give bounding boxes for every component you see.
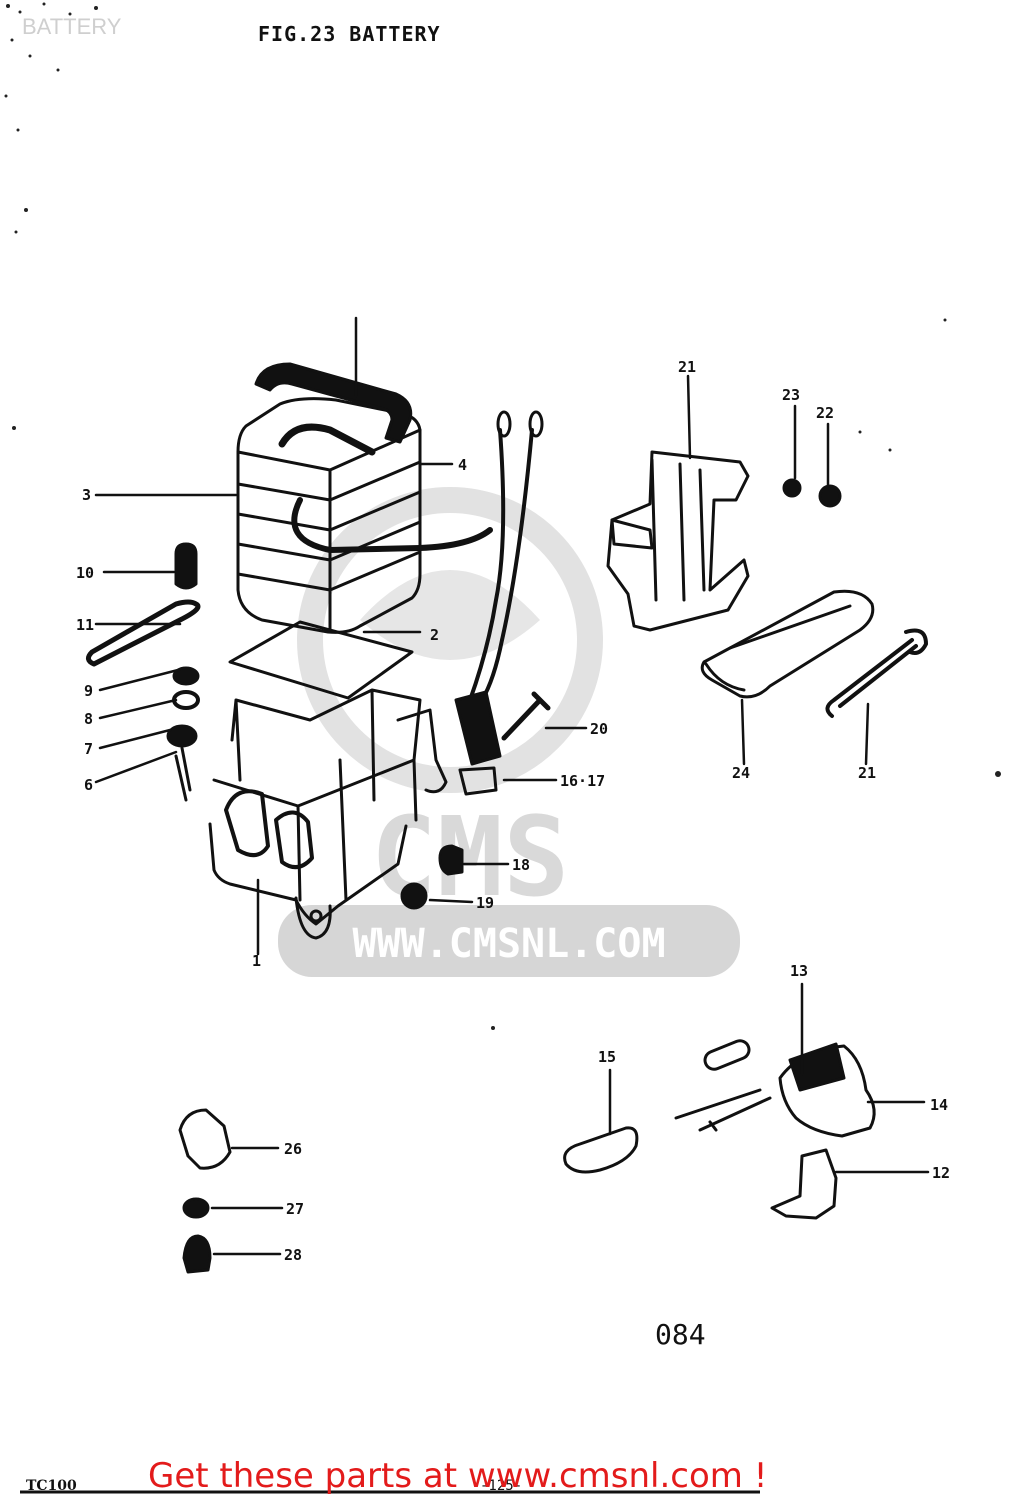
case-right-window xyxy=(274,810,314,870)
cap-28[interactable] xyxy=(182,1234,212,1274)
callout-21-tool[interactable]: 21 xyxy=(858,764,876,782)
battery-body xyxy=(236,397,422,634)
callout-15[interactable]: 15 xyxy=(598,1048,616,1066)
callout-22[interactable]: 22 xyxy=(816,404,834,422)
bolt-plate[interactable] xyxy=(86,599,201,667)
callout-27[interactable]: 27 xyxy=(286,1200,304,1218)
case-frame xyxy=(212,688,422,902)
page-number: 084 xyxy=(655,1318,706,1351)
callout-4[interactable]: 4 xyxy=(458,456,467,474)
battery-strap[interactable] xyxy=(254,362,413,456)
battery-bracket[interactable] xyxy=(606,450,750,632)
nut-22[interactable] xyxy=(818,484,842,508)
washer-7[interactable] xyxy=(166,724,198,748)
fuse-holder[interactable] xyxy=(454,690,502,796)
lead-wires[interactable] xyxy=(468,410,544,702)
screw-20[interactable] xyxy=(501,691,551,741)
bracket-body xyxy=(606,450,750,632)
watermark-logo-swirl xyxy=(360,570,540,660)
drawing xyxy=(86,316,930,1274)
callout-10[interactable]: 10 xyxy=(76,564,94,582)
sheet-number: -125- xyxy=(480,1478,523,1494)
figure-title: FIG.23 BATTERY xyxy=(258,22,441,46)
callout-labels: 1 2 3 4 6 7 8 9 10 11 12 13 14 15 16·17 … xyxy=(76,358,950,1264)
leader-lines xyxy=(94,316,930,1256)
callout-23[interactable]: 23 xyxy=(782,386,800,404)
callout-1[interactable]: 1 xyxy=(252,952,261,970)
tool-bag[interactable] xyxy=(700,589,875,699)
washer-9[interactable] xyxy=(172,666,200,686)
watermark-url-plate xyxy=(278,905,740,977)
callout-2[interactable]: 2 xyxy=(430,626,439,644)
callout-16-17[interactable]: 16·17 xyxy=(560,772,605,790)
callout-19[interactable]: 19 xyxy=(476,894,494,912)
callout-28[interactable]: 28 xyxy=(284,1246,302,1264)
case-tab-hole xyxy=(309,909,323,923)
tool-bag-body xyxy=(700,589,875,699)
cap-nut[interactable] xyxy=(174,542,198,590)
callout-12[interactable]: 12 xyxy=(932,1164,950,1182)
battery-case[interactable] xyxy=(208,688,448,940)
watermark-logo-ring xyxy=(297,487,603,793)
breather-tube[interactable] xyxy=(291,497,493,553)
cushion-19[interactable] xyxy=(400,882,428,910)
callout-8[interactable]: 8 xyxy=(84,710,93,728)
callout-11[interactable]: 11 xyxy=(76,616,94,634)
scan-noise xyxy=(4,2,1001,1030)
case-tab xyxy=(294,896,332,940)
relay-wire xyxy=(674,1088,772,1132)
callout-6[interactable]: 6 xyxy=(84,776,93,794)
fuse-holder-clip xyxy=(458,766,498,796)
tool-bag-fold xyxy=(704,604,852,692)
lead-terminal-b xyxy=(528,410,544,438)
relay-bracket-12[interactable] xyxy=(770,1148,838,1220)
relay-assembly[interactable] xyxy=(674,1038,876,1138)
strap-band xyxy=(254,362,413,444)
model-code: TC100 xyxy=(26,1478,77,1494)
relay-body xyxy=(788,1042,846,1092)
callout-18[interactable]: 18 xyxy=(512,856,530,874)
callout-24[interactable]: 24 xyxy=(732,764,750,782)
rubber-boot-26[interactable] xyxy=(178,1108,232,1170)
callout-26[interactable]: 26 xyxy=(284,1140,302,1158)
washer-8[interactable] xyxy=(172,690,200,710)
callout-3[interactable]: 3 xyxy=(82,486,91,504)
battery-pad[interactable] xyxy=(228,620,414,700)
callout-13[interactable]: 13 xyxy=(790,962,808,980)
washer-27[interactable] xyxy=(182,1197,210,1219)
washer-23[interactable] xyxy=(782,478,802,498)
relay-fuse xyxy=(703,1039,751,1071)
callout-9[interactable]: 9 xyxy=(84,682,93,700)
promo-link[interactable]: Get these parts at www.cmsnl.com ! xyxy=(148,1456,768,1496)
page-tag: BATTERY xyxy=(22,14,122,39)
callout-14[interactable]: 14 xyxy=(930,1096,948,1114)
lead-wire-b xyxy=(480,428,534,702)
bolt-6[interactable] xyxy=(174,746,192,802)
callout-7[interactable]: 7 xyxy=(84,740,93,758)
strap-loop xyxy=(278,423,376,456)
watermark: CMS WWW.CMSNL.COM xyxy=(278,487,740,977)
case-bracket xyxy=(396,708,448,794)
fuse-holder-body xyxy=(454,690,502,766)
bracket-flange xyxy=(610,518,654,550)
callout-20[interactable]: 20 xyxy=(590,720,608,738)
lead-terminal-a xyxy=(496,410,512,438)
watermark-url: WWW.CMSNL.COM xyxy=(352,921,665,967)
bracket-ribs xyxy=(650,458,706,602)
lead-wire-a xyxy=(468,428,506,702)
case-left-window xyxy=(224,789,270,858)
rubber-cap-15[interactable] xyxy=(563,1126,639,1174)
callout-21-bracket[interactable]: 21 xyxy=(678,358,696,376)
nut-18[interactable] xyxy=(438,844,464,876)
spanner-tool[interactable] xyxy=(825,628,928,718)
